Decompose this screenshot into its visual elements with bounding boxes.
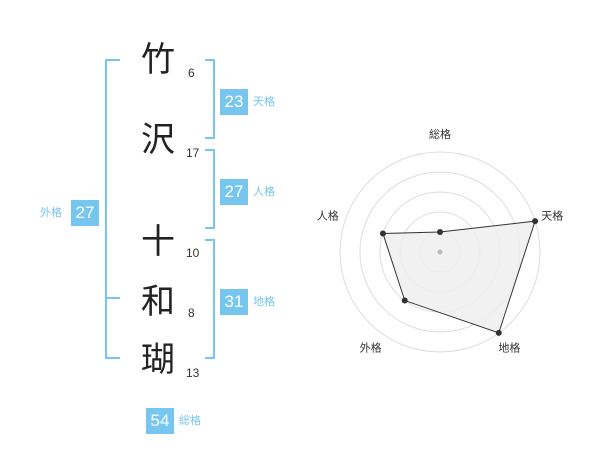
chikaku-value: 31 — [220, 289, 248, 315]
radar-grid-ring — [339, 151, 541, 353]
gaikaku-value: 27 — [71, 200, 99, 226]
radar-axis-label-4: 外格 — [360, 340, 382, 354]
radar-axis-label-2: 天格 — [541, 209, 563, 223]
stroke-count-4: 8 — [188, 306, 195, 320]
tenkaku-label: 天格 — [253, 95, 275, 108]
gaikaku-bracket — [105, 59, 120, 359]
name-char-3: 十 — [141, 222, 175, 262]
stroke-count-3: 10 — [186, 246, 200, 260]
name-char-4: 和 — [141, 282, 175, 322]
radar-point-3 — [495, 329, 502, 336]
radar-axis-label-5: 人格 — [317, 209, 339, 223]
tenkaku-bracket — [205, 59, 215, 139]
chikaku-bracket — [205, 239, 215, 359]
stroke-count-2: 17 — [186, 146, 200, 160]
radar-point-5 — [379, 230, 386, 237]
soukaku-value: 54 — [146, 408, 174, 434]
radar-center — [437, 249, 443, 255]
radar-axis-label-1: 総格 — [429, 127, 451, 141]
name-char-2: 沢 — [141, 120, 175, 160]
stroke-count-1: 6 — [188, 66, 195, 80]
name-char-1: 竹 — [141, 40, 175, 80]
radar-point-2 — [532, 218, 539, 225]
jinkaku-value: 27 — [220, 179, 248, 205]
radar-axis-label-3: 地格 — [498, 340, 520, 354]
radar-point-4 — [401, 297, 408, 304]
chikaku-label: 地格 — [253, 295, 275, 308]
name-char-5: 瑚 — [141, 340, 175, 380]
jinkaku-label: 人格 — [253, 185, 275, 198]
radar-series-area — [382, 220, 536, 334]
stroke-count-5: 13 — [186, 366, 200, 380]
jinkaku-bracket — [205, 149, 215, 229]
tenkaku-value: 23 — [220, 89, 248, 115]
gaikaku-label: 外格 — [40, 206, 62, 219]
soukaku-label: 総格 — [179, 414, 201, 427]
radar-point-1 — [437, 229, 443, 235]
